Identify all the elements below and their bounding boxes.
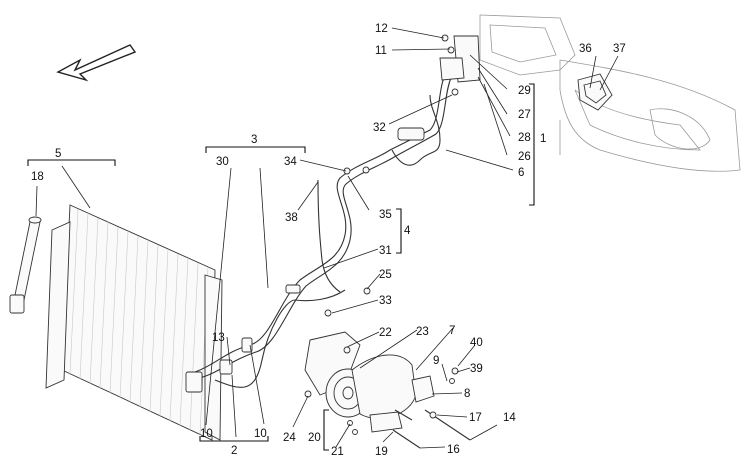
callout-labels: 12 11 29 27 28 26 1 6 32 36 37 5 18 3 30…	[31, 23, 626, 458]
receiver-drier	[9, 216, 42, 314]
fasteners	[304, 34, 459, 435]
callout-30: 30	[216, 156, 229, 168]
callout-35: 35	[379, 209, 392, 221]
callout-18: 18	[31, 171, 44, 183]
callout-9: 9	[433, 355, 439, 367]
callout-6: 6	[518, 167, 524, 179]
callout-13: 13	[212, 332, 225, 344]
callout-14: 14	[503, 412, 516, 424]
callout-37: 37	[613, 43, 626, 55]
callout-33: 33	[379, 295, 392, 307]
callout-28: 28	[518, 132, 531, 144]
group-brackets	[27, 83, 535, 451]
condenser	[45, 204, 223, 441]
callout-34: 34	[284, 156, 297, 168]
callout-32: 32	[373, 122, 386, 134]
callout-29: 29	[518, 85, 531, 97]
callout-7: 7	[449, 325, 455, 337]
callout-20: 20	[308, 432, 321, 444]
refrigerant-pipes	[185, 74, 452, 393]
front-direction-arrow-icon	[56, 44, 137, 82]
callout-2: 2	[231, 445, 237, 457]
callout-21: 21	[331, 446, 344, 458]
callout-11: 11	[375, 45, 387, 57]
callout-8: 8	[464, 388, 470, 400]
callout-36: 36	[579, 43, 592, 55]
callout-24: 24	[283, 432, 296, 444]
callout-39: 39	[470, 363, 483, 375]
callout-4: 4	[404, 225, 411, 237]
callout-26: 26	[518, 151, 531, 163]
callout-31: 31	[379, 245, 392, 257]
callout-25: 25	[379, 269, 392, 281]
callout-3: 3	[251, 134, 257, 146]
callout-27: 27	[518, 109, 531, 121]
callout-19: 19	[375, 446, 388, 458]
callout-40: 40	[470, 337, 483, 349]
callout-1: 1	[540, 133, 546, 145]
callout-10-right: 10	[254, 428, 267, 440]
callout-5: 5	[55, 148, 61, 160]
callout-17: 17	[469, 412, 482, 424]
callout-16: 16	[447, 444, 460, 456]
callout-12: 12	[375, 23, 388, 35]
bulkhead-ghost	[439, 14, 741, 172]
leader-lines	[35, 27, 619, 449]
callout-10-left: 10	[200, 428, 213, 440]
callout-22: 22	[379, 327, 392, 339]
callout-38: 38	[285, 212, 298, 224]
callout-23: 23	[416, 326, 429, 338]
